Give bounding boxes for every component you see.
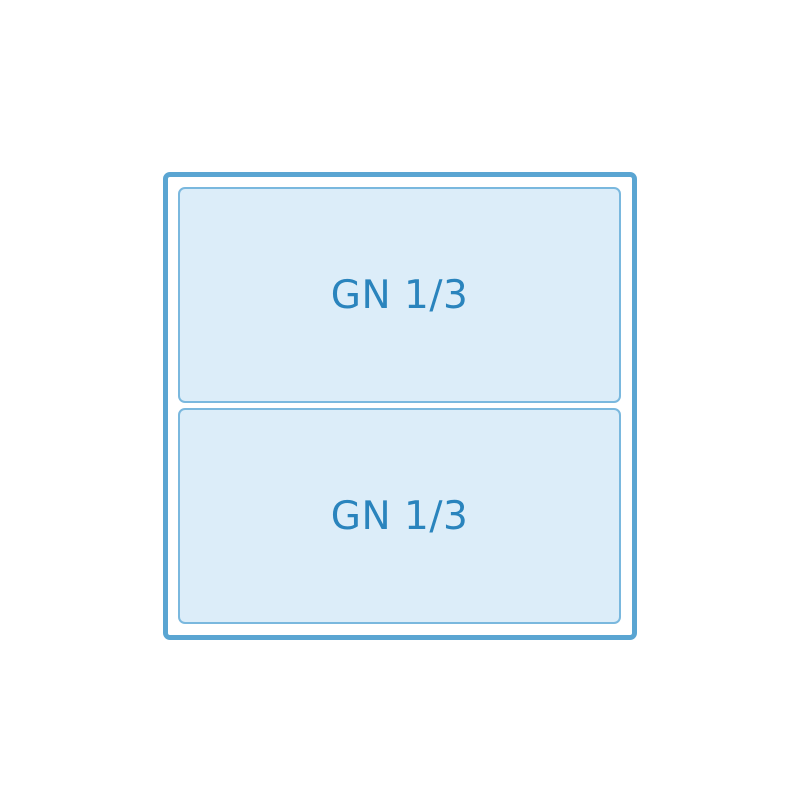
pan-top-label: GN 1/3 [330, 272, 469, 318]
pan-top: GN 1/3 [178, 187, 621, 403]
pan-bottom-label: GN 1/3 [330, 493, 469, 539]
pan-bottom: GN 1/3 [178, 408, 621, 624]
